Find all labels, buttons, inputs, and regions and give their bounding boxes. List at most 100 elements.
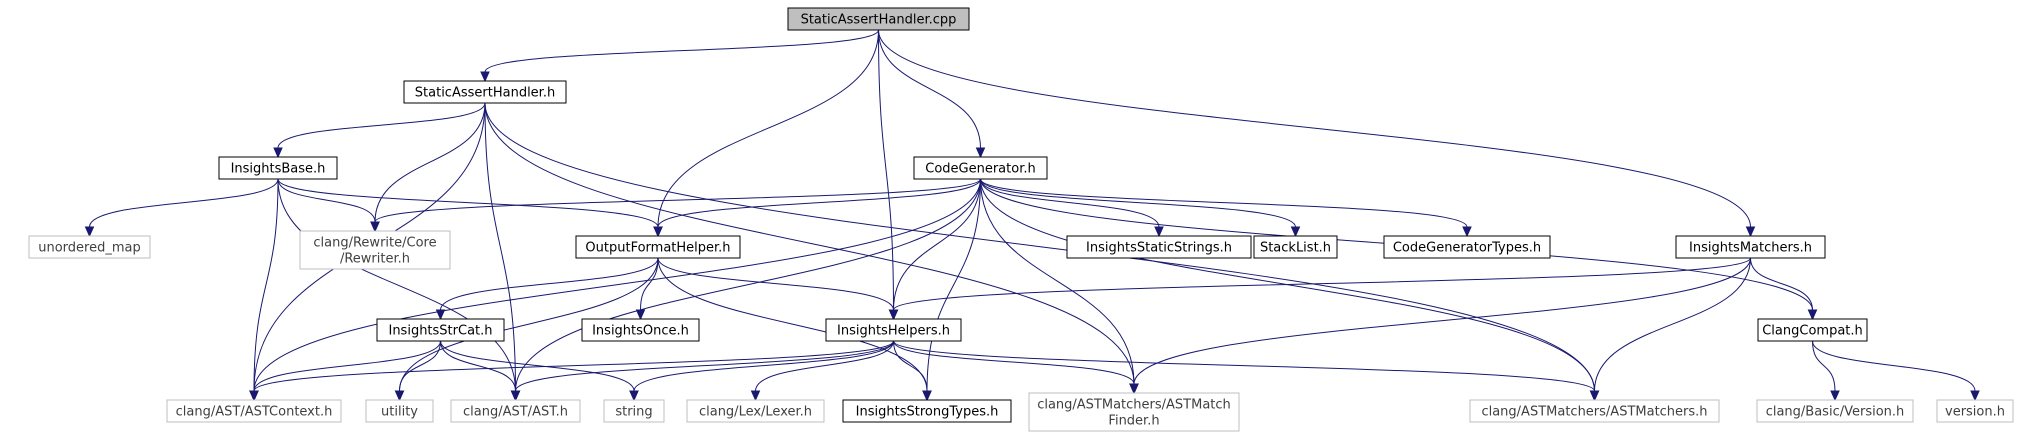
arrowhead-output_format_helper_h-to-insights_str_cat_h [435, 309, 446, 321]
edge-output_format_helper_h-to-utility [399, 257, 659, 392]
node-static-assert-handler-cpp[interactable]: StaticAssertHandler.cpp [787, 7, 970, 31]
edge-code_generator_h-to-insights_strong_types_h [926, 178, 981, 392]
node-clang-compat-h[interactable]: ClangCompat.h [1757, 318, 1868, 342]
arrowhead-code_generator_h-to-output_format_helper_h [653, 226, 663, 238]
node-output-format-helper-h[interactable]: OutputFormatHelper.h [575, 235, 741, 259]
arrowhead-insights_helpers_h-to-clang_ast_ast_h [510, 390, 521, 402]
edge-static_assert_handler_cpp-to-insights_matchers_h [878, 29, 1751, 228]
edge-output_format_helper_h-to-insights_strong_types_h [657, 257, 928, 392]
arrowhead-insights_matchers_h-to-clang_compat_h [1807, 309, 1818, 321]
arrowhead-output_format_helper_h-to-insights_once_h [635, 309, 646, 321]
node-stack-list-h[interactable]: StackList.h [1253, 235, 1338, 259]
edge-code_generator_h-to-insights_helpers_h [893, 178, 981, 311]
node-box [1756, 399, 1914, 423]
edge-insights_helpers_h-to-clang_ast_ast_h [515, 340, 894, 392]
node-label: Finder.h [1108, 414, 1159, 429]
edge-insights_base_h-to-clang_rewrite_core_rewriter_h [277, 178, 376, 223]
edge-output_format_helper_h-to-insights_once_h [640, 257, 659, 311]
edge-static_assert_handler_cpp-to-insights_helpers_h [878, 29, 894, 311]
node-label: InsightsStaticStrings.h [1086, 241, 1232, 256]
arrowhead-clang_compat_h-to-version_h [1970, 390, 1980, 402]
edge-static_assert_handler_cpp-to-output_format_helper_h [657, 29, 879, 228]
node-insights-base-h[interactable]: InsightsBase.h [218, 156, 338, 180]
node-label: InsightsOnce.h [592, 324, 689, 339]
node-box [575, 235, 741, 259]
node-label: version.h [1945, 405, 2005, 420]
edge-insights_helpers_h-to-clang_astmatchers_astmatchfinder_h [893, 340, 1135, 385]
edge-insights_helpers_h-to-string [633, 340, 894, 392]
arrowhead-clang_compat_h-to-clang_basic_version_h [1830, 390, 1840, 402]
edge-insights_base_h-to-clang_ast_astcontext_h [253, 178, 279, 392]
arrowhead-code_generator_h-to-code_generator_types_h [1462, 226, 1472, 238]
node-label: StaticAssertHandler.cpp [801, 13, 957, 28]
edge-static_assert_handler_cpp-to-static_assert_handler_h [484, 29, 879, 73]
edge-output_format_helper_h-to-insights_str_cat_h [440, 257, 659, 311]
node-insights-static-strings-h[interactable]: InsightsStaticStrings.h [1066, 235, 1252, 259]
arrowhead-insights_helpers_h-to-insights_strong_types_h [922, 390, 932, 402]
edge-code_generator_h-to-clang_astmatchers_astmatchers_h [980, 178, 1595, 392]
node-box [686, 399, 825, 423]
edge-code_generator_h-to-clang_ast_astcontext_h [253, 178, 981, 392]
edge-code_generator_h-to-clang_astmatchers_astmatchfinder_h [980, 178, 1135, 385]
edge-insights_str_cat_h-to-clang_ast_ast_h [440, 340, 516, 392]
edge-insights_helpers_h-to-clang_lex_lexer_h [755, 340, 894, 392]
arrowhead-static_assert_handler_cpp-to-insights_matchers_h [1745, 226, 1756, 238]
node-code-generator-h[interactable]: CodeGenerator.h [913, 156, 1048, 180]
edge-insights_str_cat_h-to-utility [399, 340, 441, 392]
edge-insights_str_cat_h-to-clang_ast_astcontext_h [253, 340, 441, 392]
node-static-assert-handler-h[interactable]: StaticAssertHandler.h [403, 80, 567, 104]
node-label: string [615, 405, 652, 420]
node-insights-once-h[interactable]: InsightsOnce.h [581, 318, 700, 342]
node-box [581, 318, 700, 342]
edge-insights_str_cat_h-to-string [440, 340, 635, 392]
edge-code_generator_h-to-insights_static_strings_h [980, 178, 1160, 228]
edge-static_assert_handler_h-to-clang_astmatchers_astmatchers_h [484, 102, 1595, 392]
node-box [299, 230, 451, 270]
edge-code_generator_h-to-output_format_helper_h [657, 178, 981, 228]
node-box [1066, 235, 1252, 259]
node-box [28, 235, 151, 259]
node-utility: utility [365, 399, 434, 423]
edge-insights_helpers_h-to-clang_astmatchers_astmatchers_h [893, 340, 1595, 392]
node-box [365, 399, 434, 423]
node-insights-helpers-h[interactable]: InsightsHelpers.h [825, 318, 962, 342]
edge-static_assert_handler_cpp-to-code_generator_h [878, 29, 981, 149]
edge-insights_base_h-to-unordered_map [89, 178, 279, 228]
nodes-layer: StaticAssertHandler.cppStaticAssertHandl… [28, 7, 2014, 432]
edge-output_format_helper_h-to-insights_helpers_h [657, 257, 894, 311]
arrowhead-code_generator_h-to-insights_static_strings_h [1154, 226, 1164, 238]
arrowhead-insights_matchers_h-to-insights_helpers_h [888, 309, 899, 321]
node-insights-str-cat-h[interactable]: InsightsStrCat.h [376, 318, 505, 342]
node-insights-matchers-h[interactable]: InsightsMatchers.h [1675, 235, 1826, 259]
edge-code_generator_h-to-clang_rewrite_core_rewriter_h [374, 178, 981, 223]
arrowhead-insights_base_h-to-unordered_map [84, 226, 95, 238]
node-insights-strong-types-h[interactable]: InsightsStrongTypes.h [842, 399, 1012, 423]
node-label: clang/Basic/Version.h [1766, 405, 1905, 420]
node-label: utility [381, 405, 418, 420]
node-clang-lex-lexer-h: clang/Lex/Lexer.h [686, 399, 825, 423]
node-box [376, 318, 505, 342]
node-box [1757, 318, 1868, 342]
node-label: clang/AST/ASTContext.h [176, 405, 333, 420]
edge-insights_matchers_h-to-clang_compat_h [1750, 257, 1813, 311]
node-label: StaticAssertHandler.h [415, 86, 555, 101]
node-clang-basic-version-h: clang/Basic/Version.h [1756, 399, 1914, 423]
node-label: /Rewriter.h [340, 252, 410, 267]
node-clang-ast-ast-h: clang/AST/AST.h [450, 399, 581, 423]
arrowhead-static_assert_handler_cpp-to-static_assert_handler_h [480, 71, 490, 83]
arrowhead-static_assert_handler_h-to-insights_base_h [273, 147, 283, 159]
edge-code_generator_h-to-stack_list_h [980, 178, 1296, 228]
node-label: unordered_map [38, 241, 141, 256]
node-clang-astmatchers-astmatchers-h: clang/ASTMatchers/ASTMatchers.h [1469, 399, 1720, 423]
edge-insights_matchers_h-to-clang_astmatchers_astmatchers_h [1594, 257, 1751, 392]
node-box [842, 399, 1012, 423]
node-code-generator-types-h[interactable]: CodeGeneratorTypes.h [1383, 235, 1551, 259]
node-label: clang/ASTMatchers/ASTMatchers.h [1481, 405, 1707, 420]
edge-insights_matchers_h-to-insights_helpers_h [893, 257, 1751, 311]
node-clang-ast-astcontext-h: clang/AST/ASTContext.h [166, 399, 342, 423]
node-label: InsightsStrongTypes.h [856, 405, 999, 420]
node-box [603, 399, 665, 423]
node-version-h: version.h [1936, 399, 2014, 423]
node-label: clang/ASTMatchers/ASTMatch [1037, 398, 1231, 413]
